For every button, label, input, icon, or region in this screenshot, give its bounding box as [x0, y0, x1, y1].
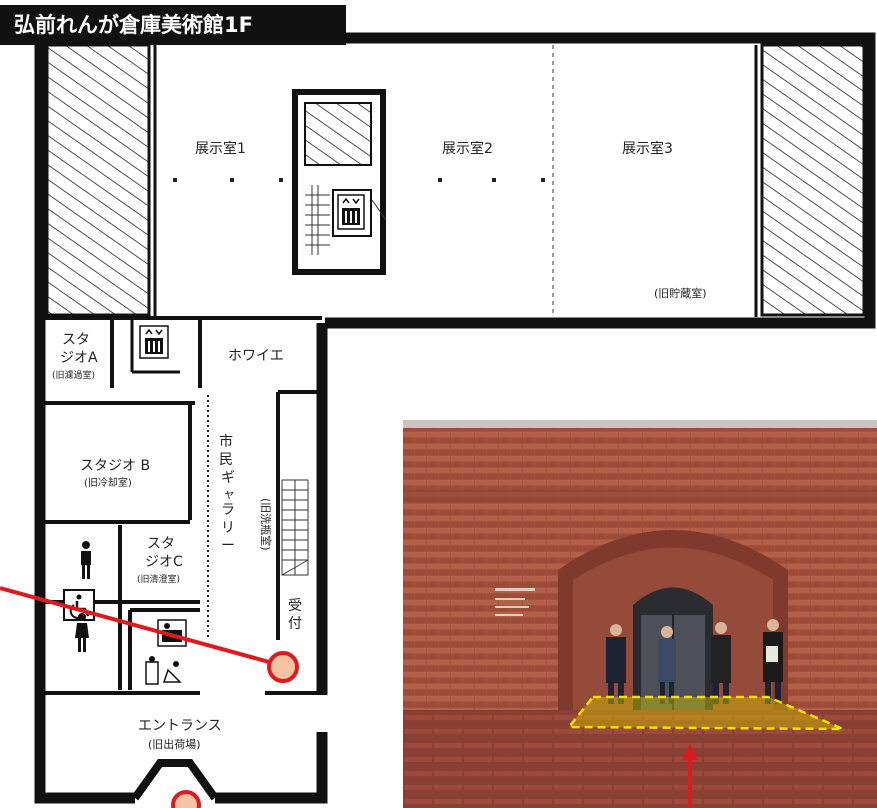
- room-exhibit-3: 展示室3: [622, 140, 673, 157]
- room-exhibit-1: 展示室1: [195, 140, 246, 157]
- hatched-block-left: [45, 43, 151, 317]
- room-entrance-note: (旧出荷場): [148, 737, 201, 751]
- outer-walls: [34, 32, 876, 804]
- room-studio-c-line2: ジオC: [145, 554, 183, 570]
- svg-text:ー: ー: [221, 538, 235, 554]
- svg-text:ラ: ラ: [221, 502, 235, 518]
- gallery-note: (旧洗瓶室): [259, 498, 273, 551]
- elevator-core: [292, 89, 387, 275]
- room-studio-b-note: (旧冷却室): [84, 476, 132, 489]
- room-studio-b: スタジオ B: [80, 458, 150, 474]
- reception-line1: 受: [288, 598, 302, 614]
- elevator-icon: [139, 325, 169, 359]
- room-entrance: エントランス: [138, 718, 222, 734]
- multipurpose-icon: [145, 656, 182, 685]
- map-title: 弘前れんが倉庫美術館1F: [0, 5, 346, 45]
- svg-text:民: 民: [219, 452, 233, 468]
- entrance-marker: [171, 790, 201, 808]
- elevator-icon: [337, 194, 365, 230]
- room-studio-c-note: (旧清澄室): [137, 573, 180, 585]
- civic-gallery-label: 市 民 ギ ャ ラ リ ー: [219, 433, 235, 554]
- svg-text:リ: リ: [221, 520, 235, 536]
- room-foyer: ホワイエ: [228, 348, 284, 364]
- entrance-photo: [403, 420, 877, 808]
- svg-text:ギ: ギ: [221, 470, 235, 486]
- restroom-female-icon: [75, 613, 89, 652]
- entrance-door: [131, 759, 219, 801]
- room-studio-a-line2: ジオA: [60, 350, 98, 366]
- baby-changing-icon: [157, 619, 187, 647]
- standing-area-highlight: [566, 695, 844, 731]
- room-exhibit-3-note: (旧貯蔵室): [654, 286, 707, 300]
- room-studio-c-line1: スタ: [147, 536, 175, 552]
- hatched-block-right: [760, 43, 866, 317]
- room-divider-dots: [173, 178, 545, 182]
- location-marker: [267, 651, 299, 683]
- room-studio-a-note: (旧濾過室): [52, 369, 95, 381]
- restroom-male-icon: [81, 541, 91, 579]
- people: [606, 619, 783, 704]
- room-studio-a-line1: スタ: [62, 332, 90, 348]
- reception-line2: 付: [288, 616, 302, 632]
- svg-text:市: 市: [219, 433, 233, 450]
- pointer-line: [0, 586, 281, 667]
- svg-text:ャ: ャ: [223, 487, 235, 501]
- room-exhibit-2: 展示室2: [442, 140, 493, 157]
